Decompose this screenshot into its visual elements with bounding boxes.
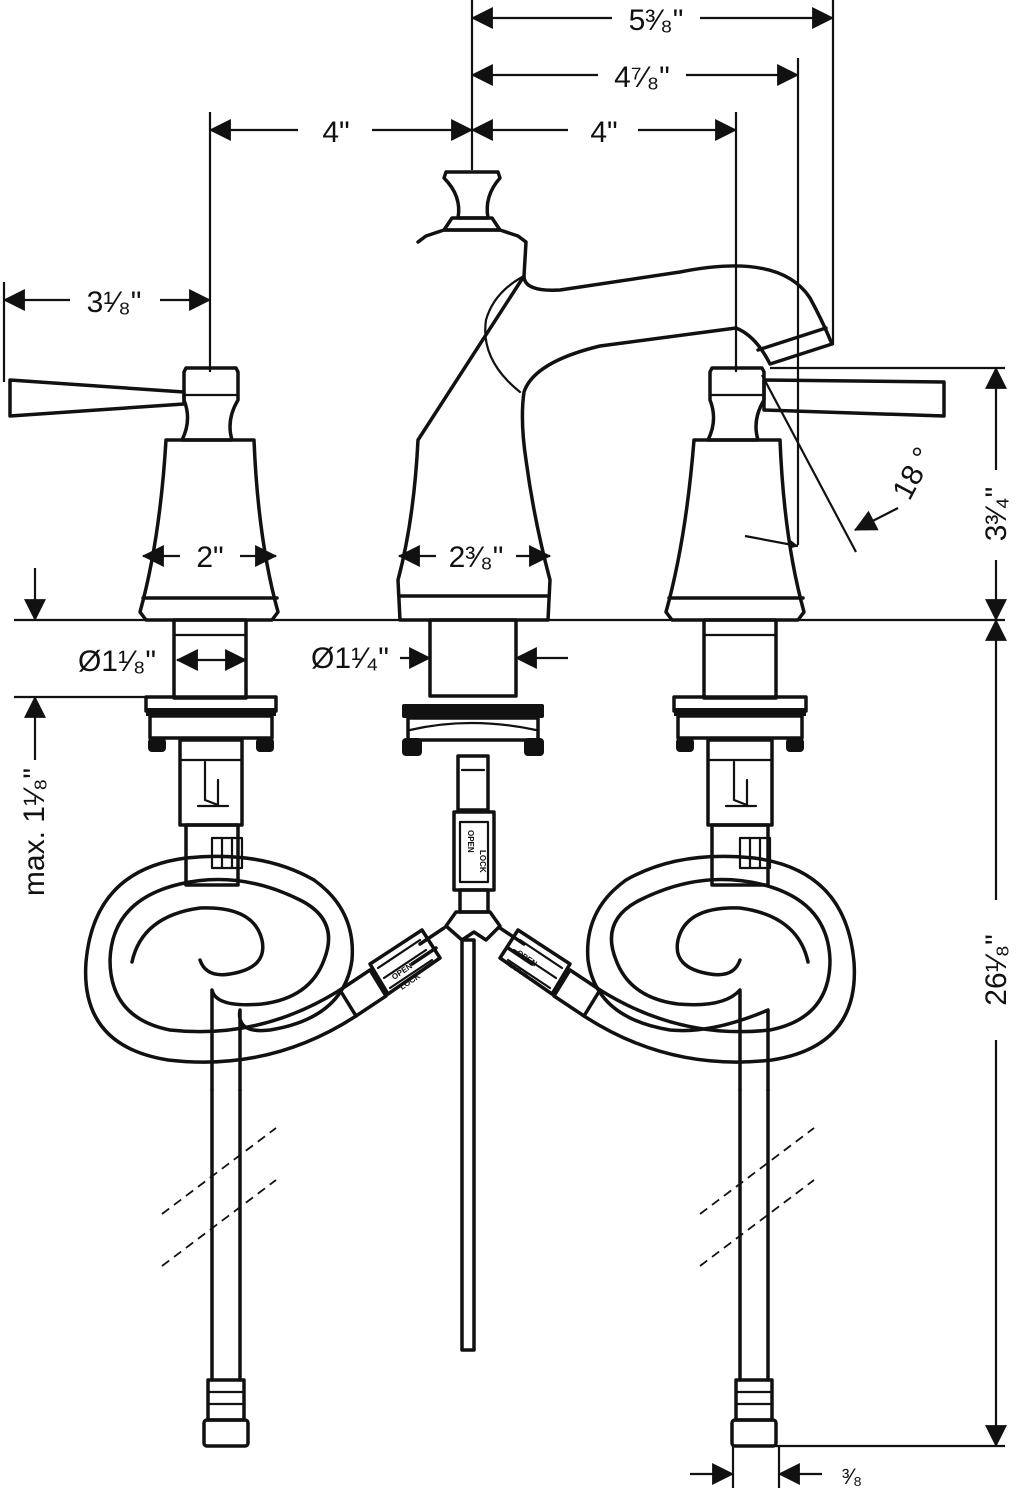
label-width-overall: 5³⁄₈": [629, 4, 684, 37]
label-supply-length: 26¹⁄₈": [980, 934, 1013, 1005]
tee-connector: [444, 910, 502, 942]
dimension-labels: 5³⁄₈" 4⁷⁄₈" 4" 4" 3¹⁄₈" 2" 2³⁄₈" Ø1¹⁄₈" …: [18, 4, 1013, 1489]
dimension-arrows: [2, 6, 1007, 1485]
left-supply-hose: OPEN LOCK: [83, 854, 446, 1448]
label-angle: 18 °: [886, 442, 940, 505]
tag-lock-center: LOCK: [478, 850, 487, 873]
right-handle: [664, 366, 946, 887]
label-deck-thickness: max. 1¹⁄₈": [18, 768, 51, 896]
right-supply-hose: OPEN LOCK: [498, 854, 857, 1448]
label-spout-reach: 4⁷⁄₈": [614, 61, 670, 94]
label-center-left: 4": [322, 116, 349, 149]
label-lever-length: 3¹⁄₈": [87, 286, 142, 319]
label-spout-shank-dia: Ø1¹⁄₄": [311, 642, 389, 675]
tag-open-center: OPEN: [466, 830, 475, 853]
label-spout-base: 2³⁄₈": [449, 541, 504, 574]
left-handle: [8, 366, 280, 887]
label-center-right: 4": [590, 116, 617, 149]
label-handle-shank-dia: Ø1¹⁄₈": [78, 645, 156, 678]
spout: OPEN LOCK: [396, 170, 834, 1352]
label-connection: ³⁄₈: [842, 1464, 862, 1489]
label-handle-height: 3³⁄₄": [980, 487, 1013, 542]
label-handle-base: 2": [196, 541, 223, 574]
